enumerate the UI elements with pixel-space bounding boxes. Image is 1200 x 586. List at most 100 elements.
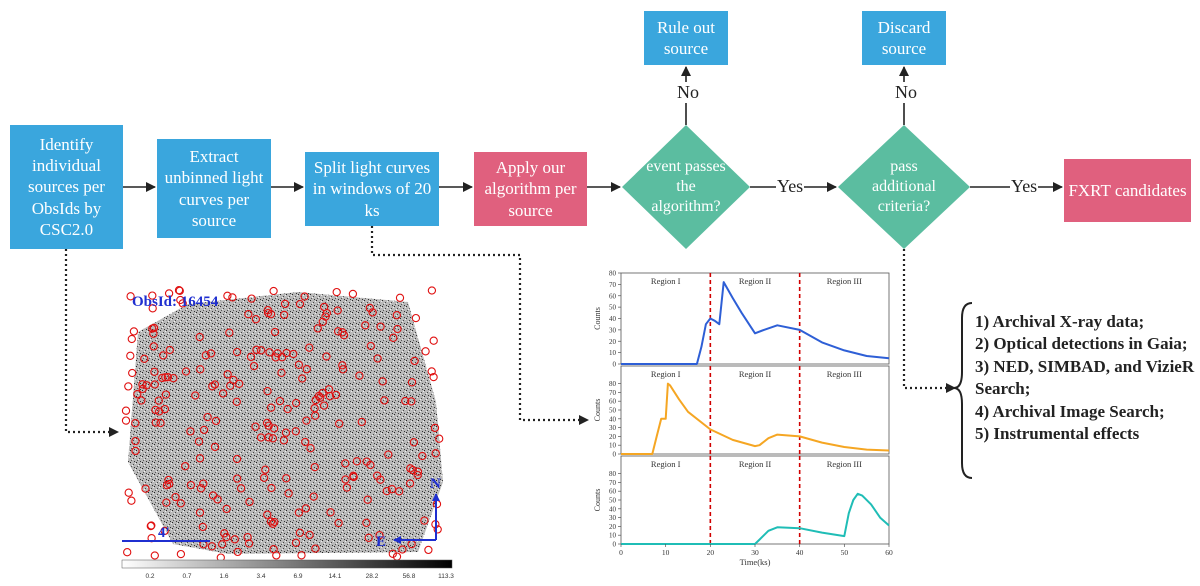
y-tick-label: 30 <box>609 326 617 334</box>
source-circle <box>161 390 171 399</box>
decision2-text: pass additional criteria? <box>872 158 936 215</box>
source-circle <box>186 480 196 490</box>
yes-label-2: Yes <box>1010 176 1039 197</box>
source-circle <box>270 517 279 527</box>
source-circle <box>431 449 440 458</box>
y-tick-label: 0 <box>613 541 617 549</box>
y-tick-label: 40 <box>609 505 617 513</box>
source-circle <box>380 396 389 405</box>
source-circle <box>302 416 311 425</box>
source-circle <box>195 332 204 342</box>
extract-curves-box: Extract unbinned light curves per source <box>157 139 271 238</box>
source-circle <box>165 479 174 489</box>
colorbar-tick-label: 28.2 <box>366 573 379 580</box>
source-circle <box>208 491 218 500</box>
source-circle <box>280 299 290 309</box>
source-circle <box>284 489 293 498</box>
y-tick-label: 10 <box>609 532 617 540</box>
source-circle <box>251 315 261 324</box>
source-circle <box>148 291 157 300</box>
light-curve-line <box>621 281 890 365</box>
source-circle <box>247 294 256 303</box>
source-circle <box>203 412 212 422</box>
source-circle <box>405 479 415 488</box>
source-circle <box>263 386 272 396</box>
source-circle <box>433 525 442 534</box>
decision-diamond-2 <box>838 125 970 249</box>
source-circle <box>309 492 318 501</box>
x-axis-label: Time(ks) <box>740 557 771 567</box>
source-circle <box>341 459 350 468</box>
source-circle <box>149 342 158 351</box>
x-tick-label: 0 <box>619 548 623 557</box>
source-circle <box>392 311 401 320</box>
source-circle <box>263 306 272 315</box>
source-circle <box>409 438 419 447</box>
source-circle <box>352 457 362 466</box>
region-label: Region II <box>739 369 772 379</box>
fxrt-candidates-box: FXRT candidates <box>1064 159 1191 222</box>
light-curve-line <box>621 492 890 545</box>
source-circle <box>228 293 237 302</box>
identify-sources-box: Identify individual sources per ObsIds b… <box>10 125 123 249</box>
source-circle <box>341 475 350 484</box>
source-circle <box>410 356 419 366</box>
y-tick-label: 10 <box>609 442 617 450</box>
source-circle <box>162 498 171 507</box>
source-circle <box>210 380 220 389</box>
source-circle <box>279 436 289 445</box>
source-circle <box>222 504 231 514</box>
decision-diamond-1 <box>622 125 750 249</box>
source-circle <box>176 499 185 508</box>
x-tick-label: 30 <box>751 548 759 557</box>
source-circle <box>297 551 306 560</box>
source-circle <box>249 361 259 371</box>
source-circle <box>150 367 159 376</box>
source-circle <box>129 327 139 336</box>
source-circle <box>301 437 310 447</box>
source-circle <box>421 347 430 356</box>
source-circle <box>232 454 242 464</box>
source-circle <box>384 450 393 459</box>
source-circle <box>302 365 311 374</box>
source-circle <box>126 351 135 360</box>
source-circle <box>267 483 276 493</box>
source-circle <box>164 289 174 298</box>
criteria-item: 3) NED, SIMBAD, and VizieR Search; <box>975 356 1195 399</box>
source-circle <box>155 407 164 416</box>
source-circle <box>124 382 133 391</box>
y-tick-label: 50 <box>609 407 617 415</box>
rule-out-box: Rule out source <box>644 11 728 65</box>
source-circle <box>338 365 348 374</box>
yes-label-1: Yes <box>776 176 805 197</box>
source-circle <box>266 517 276 526</box>
source-circle <box>127 496 136 505</box>
discard-box: Discard source <box>862 11 946 65</box>
source-circle <box>263 308 273 318</box>
y-tick-label: 20 <box>609 338 617 346</box>
scale-label: 4' <box>158 525 170 541</box>
region-label: Region II <box>739 276 772 286</box>
source-circle <box>348 289 358 299</box>
region-label: Region II <box>739 459 772 469</box>
y-tick-label: 50 <box>609 497 617 505</box>
y-tick-label: 0 <box>613 361 617 369</box>
source-circle <box>218 540 227 549</box>
source-circle <box>291 427 300 436</box>
x-tick-label: 50 <box>841 548 849 557</box>
source-circle <box>207 542 217 551</box>
source-circle <box>295 299 305 309</box>
source-circle <box>357 417 366 427</box>
source-circle <box>223 370 232 379</box>
y-axis-label: Counts <box>593 307 602 330</box>
source-circle <box>424 545 433 555</box>
dotted-decision2-to-criteria <box>902 249 956 393</box>
source-circle <box>146 521 155 531</box>
source-circle <box>196 365 205 374</box>
criteria-brace <box>953 302 973 479</box>
source-circle <box>251 422 260 431</box>
y-tick-label: 10 <box>609 349 617 357</box>
source-circle <box>244 539 254 548</box>
source-circle <box>159 351 168 360</box>
